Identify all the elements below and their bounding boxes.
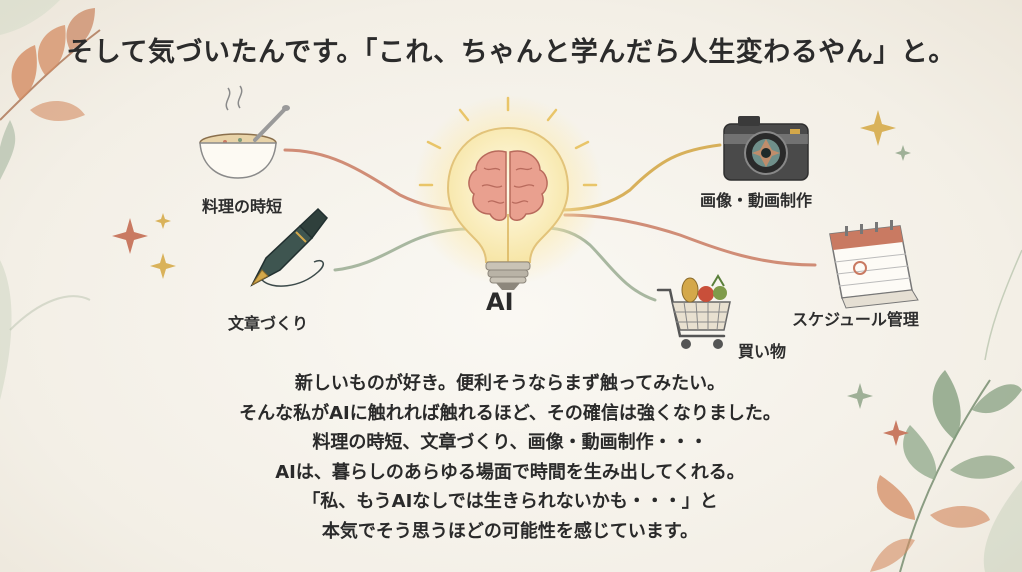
body-line: 「私、もうAIなしでは生きられないかも・・・」と: [302, 491, 718, 512]
body-line: そんな私がAIに触れれば触れるほど、その確信は強くなりました。: [239, 402, 781, 424]
soup-bowl-icon: [199, 85, 290, 179]
lightbulb-brain-icon: [413, 95, 603, 290]
body-line: 新しいものが好き。便利そうならまず触ってみたい。: [294, 373, 726, 394]
body-line: 料理の時短、文章づくり、画像・動画制作・・・: [312, 432, 708, 453]
leaf-icon: [870, 249, 1022, 572]
topic-label-shopping: 買い物: [738, 342, 787, 361]
calendar-icon: [829, 220, 919, 309]
camera-icon: [723, 116, 809, 181]
leaf-icon: [0, 0, 101, 180]
sparkle-icon: [112, 110, 911, 446]
topic-label-video: 画像・動画制作: [700, 191, 813, 210]
body-paragraph: 新しいものが好き。便利そうならまず触ってみたい。 そんな私がAIに触れれば触れる…: [120, 369, 900, 546]
topic-label-schedule: スケジュール管理: [792, 310, 919, 329]
headline: そして気づいたんです。「これ、ちゃんと学んだら人生変わるやん」と。: [66, 37, 956, 68]
topic-label-cooking: 料理の時短: [202, 197, 283, 216]
shopping-cart-icon: [656, 274, 731, 349]
body-line: AIは、暮らしのあらゆる場面で時間を生み出してくれる。: [275, 461, 745, 483]
fountain-pen-icon: [250, 207, 328, 287]
body-line: 本気でそう思うほどの可能性を感じています。: [321, 520, 699, 542]
ai-center-label: AI: [486, 288, 514, 316]
topic-label-writing: 文章づくり: [228, 314, 309, 333]
